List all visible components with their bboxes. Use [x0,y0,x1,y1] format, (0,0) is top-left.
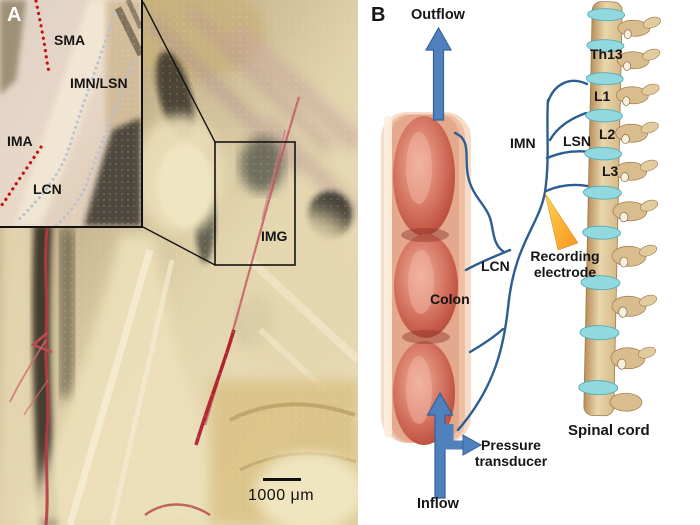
label-ima: IMA [7,133,33,149]
recording-electrode-triangle [544,192,579,251]
inset-photo [0,0,141,226]
panel-a: A SMA IMN/LSN IMA LCN IMG 1000 μm [0,0,358,525]
panel-a-photo [0,0,358,525]
label-pressure-transducer: Pressure transducer [474,437,548,469]
label-th13: Th13 [590,46,623,62]
lcn-branch-upper [453,131,506,254]
label-lcn: LCN [481,258,510,274]
scale-bar-line [263,478,301,481]
spine-discs [578,8,626,396]
lcn-branch-lower [468,327,505,354]
label-l1: L1 [594,88,611,104]
nerve-network [453,79,594,432]
colon-illustration [381,112,471,445]
lcn-branch-middle [464,248,512,272]
label-colon: Colon [430,291,470,307]
label-outflow: Outflow [411,7,465,23]
scale-bar-text: 1000 μm [248,487,315,504]
img-roi-box [214,141,296,266]
label-imn-lsn: IMN/LSN [70,75,128,91]
label-imn: IMN [510,135,536,151]
lsn-branch-l3 [544,183,594,193]
pressure-transducer-arrow [444,424,483,456]
label-recording-electrode: Recording electrode [530,248,600,280]
panel-a-letter: A [7,4,22,26]
label-inflow: Inflow [417,496,459,512]
outflow-arrow [424,26,453,121]
label-sma: SMA [54,32,86,48]
label-lcn-inset: LCN [33,181,62,197]
roi-callout [142,1,296,266]
inset-view: A SMA IMN/LSN IMA LCN [0,0,143,228]
label-l3: L3 [602,163,619,179]
label-spinal-cord: Spinal cord [568,422,650,439]
panel-b: B Outflow IMN LSN Th13 L1 L2 L3 Recordin… [358,0,700,525]
panel-b-letter: B [371,4,386,26]
lcn-nerve-dotted-line [54,60,135,226]
label-img: IMG [261,228,288,244]
ima-artery-dotted-line [0,145,43,208]
spine-illustration [578,1,661,417]
label-l2: L2 [599,126,616,142]
sma-artery-dotted-line [34,0,51,74]
callout-line-bottom [142,226,216,266]
inflow-arrow [426,391,454,499]
label-lsn: LSN [563,133,591,149]
spine-foramina [617,29,632,370]
imn-nerve-trunk [456,98,550,432]
lsn-branch-l1 [548,111,588,142]
flow-arrows [424,26,483,499]
lsn-branch-top [546,79,589,104]
imn-lsn-nerve-dotted-line [14,12,116,224]
spine-spinous-tips [638,16,661,359]
callout-line-top [142,1,216,143]
